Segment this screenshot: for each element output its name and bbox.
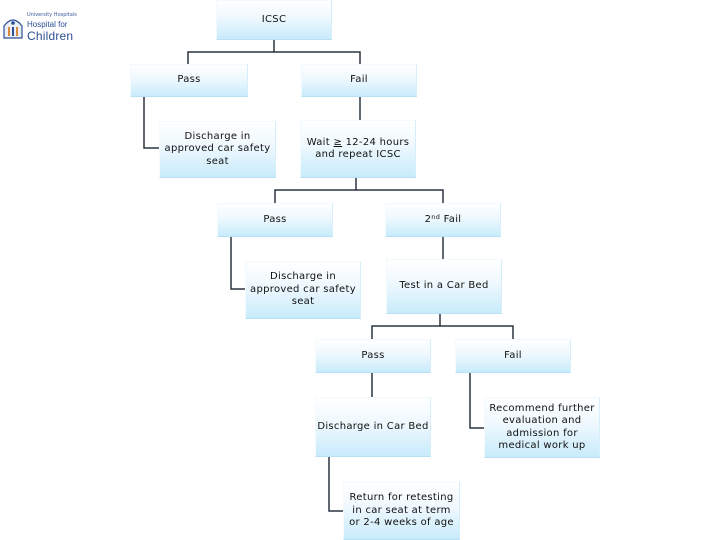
node-wait-prefix: Wait [306,136,334,148]
connector-test-fail3 [439,314,514,339]
node-discharge-car-bed-label: Discharge in Car Bed [317,420,429,432]
logo-line-3: Children [27,29,74,43]
connector-pass1-discharge [143,97,159,149]
node-discharge-car-seat-1-label: Discharge in approved car safety seat [164,130,271,167]
node-wait-line-1: Wait ≥ 12-24 hours [307,137,410,150]
hospital-logo-icon [3,19,23,39]
node-wait-line-2: and repeat ICSC [315,149,401,160]
connector-fail3-recommend [469,373,484,429]
connector-icsc-fail1 [273,40,361,64]
connector-pass2-discharge [230,237,245,290]
node-second-fail-num: 2 [424,213,432,225]
node-discharge-car-seat-2: Discharge in approved car safety seat [245,261,361,319]
connector-wait-fail2 [355,178,444,203]
connector-discharge-bed-return [328,457,343,512]
node-pass-1: Pass [130,64,248,97]
node-second-fail-label: 2nd Fail [425,214,462,227]
node-second-fail-sup: nd [431,212,441,221]
node-recommend-evaluation: Recommend further evaluation and admissi… [484,397,600,458]
node-discharge-car-seat-2-label: Discharge in approved car safety seat [250,271,356,308]
node-return-retest-label: Return for retesting in car seat at term… [349,492,454,529]
node-wait-repeat: Wait ≥ 12-24 hours and repeat ICSC [300,120,416,178]
node-pass-1-label: Pass [177,74,201,86]
node-icsc: ICSC [216,0,332,40]
node-discharge-car-seat-1: Discharge in approved car safety seat [159,121,276,178]
node-test-car-bed: Test in a Car Bed [386,259,502,314]
node-pass-3: Pass [315,339,431,373]
connector-test-pass3 [371,325,440,339]
node-icsc-label: ICSC [261,13,287,25]
node-fail-1-label: Fail [350,74,368,86]
connector-icsc-pass1 [187,51,274,64]
node-test-car-bed-label: Test in a Car Bed [399,280,489,292]
node-second-fail: 2nd Fail [385,203,501,237]
node-wait-suffix: 12-24 hours [342,136,410,148]
node-second-fail-text: Fail [440,213,462,225]
logo-line-2: Hospital for [27,20,68,29]
node-pass-2-label: Pass [263,213,287,225]
node-fail-1: Fail [301,64,417,97]
node-discharge-car-bed: Discharge in Car Bed [315,397,431,457]
connector-wait-pass2 [274,189,356,203]
node-wait-symbol: ≥ [333,136,343,148]
hospital-logo: University Hospitals Hospital for Childr… [2,10,77,44]
node-return-retest: Return for retesting in car seat at term… [343,482,460,540]
logo-line-1: University Hospitals [27,12,77,18]
node-recommend-evaluation-label: Recommend further evaluation and admissi… [489,402,595,452]
node-pass-3-label: Pass [361,349,385,361]
node-fail-3: Fail [455,339,571,373]
node-pass-2: Pass [217,203,333,237]
node-fail-3-label: Fail [504,349,522,361]
